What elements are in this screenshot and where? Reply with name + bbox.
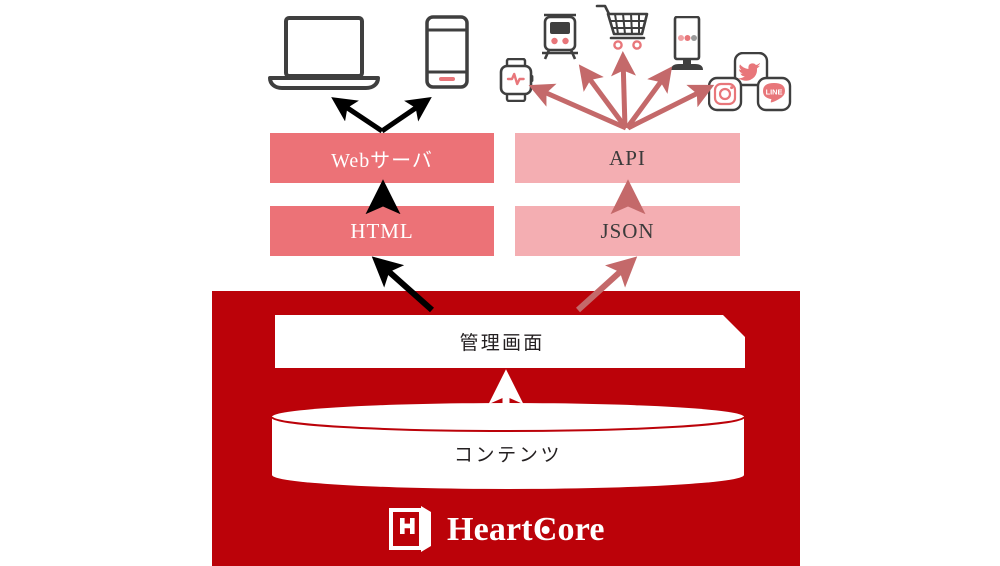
json-label: JSON <box>600 218 655 243</box>
twitter-icon <box>733 51 769 87</box>
wordmark-part-1: Heart <box>447 511 533 548</box>
arrow-api-to-cart <box>611 51 637 129</box>
content-store-cylinder: コンテンツ <box>271 403 745 489</box>
arrow-api-to-train <box>578 64 629 130</box>
arrow-api-to-signage <box>624 66 673 130</box>
line-icon: LINE <box>756 76 792 112</box>
heartcore-logo: HeartCore <box>387 504 604 554</box>
laptop-icon <box>268 14 380 90</box>
admin-screen-panel: 管理画面 <box>275 315 745 368</box>
instagram-icon <box>707 76 743 112</box>
arrow-api-to-smartwatch <box>528 83 628 131</box>
arrow-api-to-social <box>626 84 715 131</box>
html-label: HTML <box>350 218 414 243</box>
wordmark-c-dot <box>541 526 550 534</box>
admin-screen-label: 管理画面 <box>459 333 545 354</box>
web-server-label: Webサーバ <box>331 149 433 172</box>
smartphone-icon <box>424 14 470 90</box>
social-media-icons: LINE <box>707 51 792 112</box>
api-box: API <box>515 133 740 183</box>
digital-signage-icon <box>663 15 707 72</box>
wordmark-part-2: ore <box>557 511 605 548</box>
api-label: API <box>609 145 646 170</box>
smartwatch-icon <box>498 57 534 103</box>
json-box: JSON <box>515 206 740 256</box>
content-store-label: コンテンツ <box>453 444 563 466</box>
html-box: HTML <box>270 206 494 256</box>
wordmark-c: C <box>533 513 558 547</box>
arrow-web-to-laptop <box>331 97 384 134</box>
svg-text:LINE: LINE <box>766 88 783 97</box>
train-icon <box>539 12 581 62</box>
arrow-web-to-smartphone <box>380 97 432 134</box>
heartcore-door-h-logo-icon <box>387 505 435 553</box>
web-server-box: Webサーバ <box>270 133 494 183</box>
shopping-cart-icon <box>595 3 651 51</box>
heartcore-wordmark: HeartCore <box>447 513 605 547</box>
